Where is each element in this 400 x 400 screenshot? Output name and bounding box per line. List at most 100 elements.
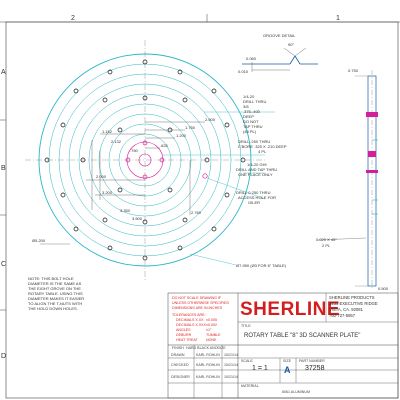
dim-0750: .750 [130,148,139,153]
note-line: DIAMETER MAKES IT EASIER [28,296,84,301]
dim-2132: 2.132 [111,139,122,144]
tb-tol-value: ±0.005 [206,318,217,322]
tap-callout-line: (48 PL) [243,129,257,134]
tap-callout-line: 1/4-20 [243,94,255,99]
tb-scale-label: SCALE [241,359,253,363]
side-tap-mark [366,112,378,117]
tb-finish: HARD BLACK ANODIZE [186,346,226,350]
oiler-access-hole [202,173,208,179]
tb-title-label: TITLE [241,324,251,328]
groove-ring [78,93,212,227]
bolt-hole [182,217,188,223]
bolt-hole [211,88,217,94]
groove-depth: 0.010 [238,69,249,74]
side-dim-top: 0.750 [348,68,359,73]
bolt-hole [73,88,79,94]
tb-tol-label: DECIMALS X.XXX [176,323,207,327]
dim-2000: 2.000 [96,174,107,179]
tb-role: CHECKED [171,363,189,367]
tb-title: ROTARY TABLE "8" 3D SCANNER PLATE" [244,333,360,339]
company-line: 760-727-5857 [329,313,356,318]
tb-date: 10/21/14 [224,363,238,367]
note-line: TO ALIGN THE T-NUTS WITH [28,301,82,306]
bolt-hole [117,187,123,193]
bolt-hole [107,69,113,75]
tb-tolerances-label: TOLERANCES ARE: [172,313,206,317]
note-line: THE EIGHT GROVE ON THE [28,286,81,291]
dim-1152: 1.152 [102,129,113,134]
zone-label-d: D [1,353,6,360]
access-callout-line: DRILL 0.250 THRU [236,190,271,195]
dim-3200: 3.200 [102,190,113,195]
tb-tol-value: ±1° [206,328,212,332]
tb-size: A [284,365,291,375]
tb-material-label: MATERIAL [241,384,259,388]
tb-size-label: SIZE [283,359,292,363]
bolt-hole [117,127,123,133]
dim-1200: 1.200 [176,133,187,138]
tb-tol-label: HEAT TREAT [176,338,199,342]
dim-3500: 3.500 [132,216,143,221]
bolt-hole [73,226,79,232]
zone-label-1: 1 [336,15,340,22]
tap2-callout-line: ONE PLACE ONLY [238,172,273,177]
side-cbore-mark [368,151,376,157]
tb-part-number: 37258 [305,365,325,372]
tap-callout: 1/4-20 DRILL THRU 3/8 .375-.400 DEEP DO … [204,94,275,134]
zone-label-2: 2 [71,15,75,22]
chamfer-count: 2 PL [322,243,331,248]
bolt-hole [142,95,148,101]
tb-tol-label: DEBURR [176,333,192,337]
note-line: THE HOLD DOWN HOLES. [28,306,78,311]
dim-2500: 2.500 [205,117,216,122]
tb-warning: DO NOT SCALE DRAWING IF [172,296,222,300]
tb-warning: DIMENSIONS ARE IN INCHES [172,306,223,310]
access-callout-line: ACCESS HOLE FOR [238,195,276,200]
groove-detail-profile [242,47,318,72]
groove-angle: 90° [288,42,294,47]
cbore-hole [159,157,165,163]
note-line: ROTARY TABLE. USING THIS [28,291,83,296]
title-block [167,292,399,399]
bolt-hole [224,122,230,128]
tb-tol-label: ANGLES [176,328,191,332]
access-callout-line: OILER [248,200,260,205]
bolt-hole [177,69,183,75]
bolt-hole [204,157,210,163]
tb-warning: UNLESS OTHERWISE SPECIFIED [172,301,229,305]
tap2-callout-line: DRILL AND TAP THRU [236,167,277,172]
tap2-callout-line: 1/4-20 GHI [247,162,267,167]
tb-material: 6061 ALUMINUM [282,390,310,394]
tb-date: 10/21/14 [224,353,238,357]
bolt-hole-note: NOTE: THIS BOLT HOLE DIAMETER IS THE SAM… [28,276,84,311]
groove-ring [98,113,192,207]
bolt-hole [182,97,188,103]
dimension-lines [86,121,205,215]
bolt-hole [142,59,148,65]
company-line: SHERLINE PRODUCTS [329,295,375,300]
tap-callout-line: .375-.400 [243,109,261,114]
side-view [355,70,378,290]
dim-1750: 1.750 [185,125,196,130]
sherline-logo: SHERLINE [240,299,340,320]
tb-name: KARL ROHLIN [196,353,220,357]
bolt-hole [60,192,66,198]
cbore-hole [142,174,148,180]
groove-detail-label: GROOVE DETAIL [263,33,296,38]
tb-tol-value: NONE [206,338,217,342]
tb-tol-value: ±0.002 [206,323,217,327]
zone-label-b: B [1,165,6,172]
tb-tol-value: TUMBLE [206,333,221,337]
tb-tol-label: DECIMALS X.XX [176,318,204,322]
bolt-hole [102,217,108,223]
bolt-hole [167,187,173,193]
bolt-hole-pattern [44,59,246,261]
tb-name: KARL ROHLIN [196,375,220,379]
bolt-hole [224,192,230,198]
outer-diameter-callout: Ø7.950 (Ø3 FOR 6" TABLE) [236,263,287,268]
bolt-hole [142,219,148,225]
bolt-hole [44,157,50,163]
tb-scale: 1 = 1 [252,365,268,372]
cbore-hole [142,140,148,146]
